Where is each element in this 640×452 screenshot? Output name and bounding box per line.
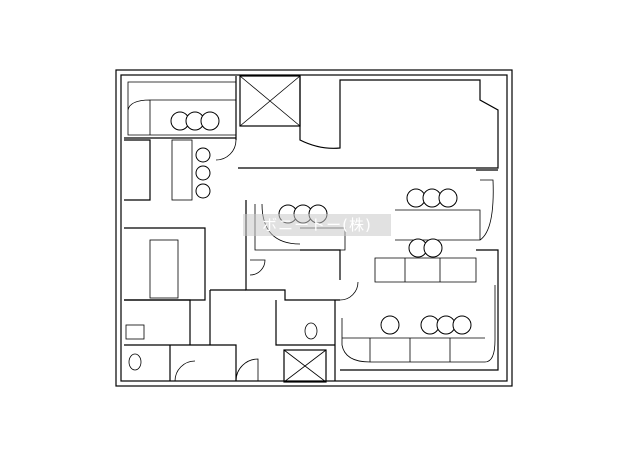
outer-walls <box>115 69 513 387</box>
booth-seating <box>127 81 496 363</box>
toilets <box>128 322 318 371</box>
chairs <box>170 111 472 335</box>
watermark: ボニートー(株) <box>243 214 391 236</box>
kitchen-fixtures <box>125 139 193 340</box>
doors <box>174 139 359 382</box>
